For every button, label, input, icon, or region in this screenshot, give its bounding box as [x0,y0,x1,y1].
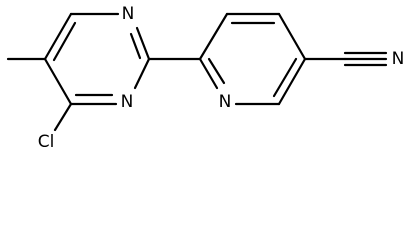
bonds [6,12,388,132]
bond-py-c5-c6 [277,57,307,106]
bond-n1-c2-inner [129,32,142,60]
atom-n-nitrile: N [392,49,405,69]
atom-n-pyridine: N [219,92,232,112]
structure-canvas: N N N N Cl [6,4,405,152]
atom-cl: Cl [38,132,55,152]
bond-c5-c6-inner [52,21,77,62]
bond-py-c2-c3 [198,12,229,61]
bond-c5-c6 [43,12,73,61]
bond-c2-n3 [133,57,151,90]
bond-py-n-c2-inner [207,57,226,85]
chemical-structure: N N N N Cl [6,4,405,152]
bond-n1-c2 [135,26,151,61]
bond-py-c5-c6-inner [272,57,298,98]
bond-c4-c5 [43,57,73,106]
bond-c4-cl [53,102,73,132]
bond-py-n-c2 [198,57,219,90]
atom-n-pyrimidine-bottom: N [121,92,134,112]
bond-py-c4-c5 [277,12,307,61]
atom-n-pyrimidine-top: N [122,4,135,24]
atom-labels: N N N N Cl [38,4,405,152]
